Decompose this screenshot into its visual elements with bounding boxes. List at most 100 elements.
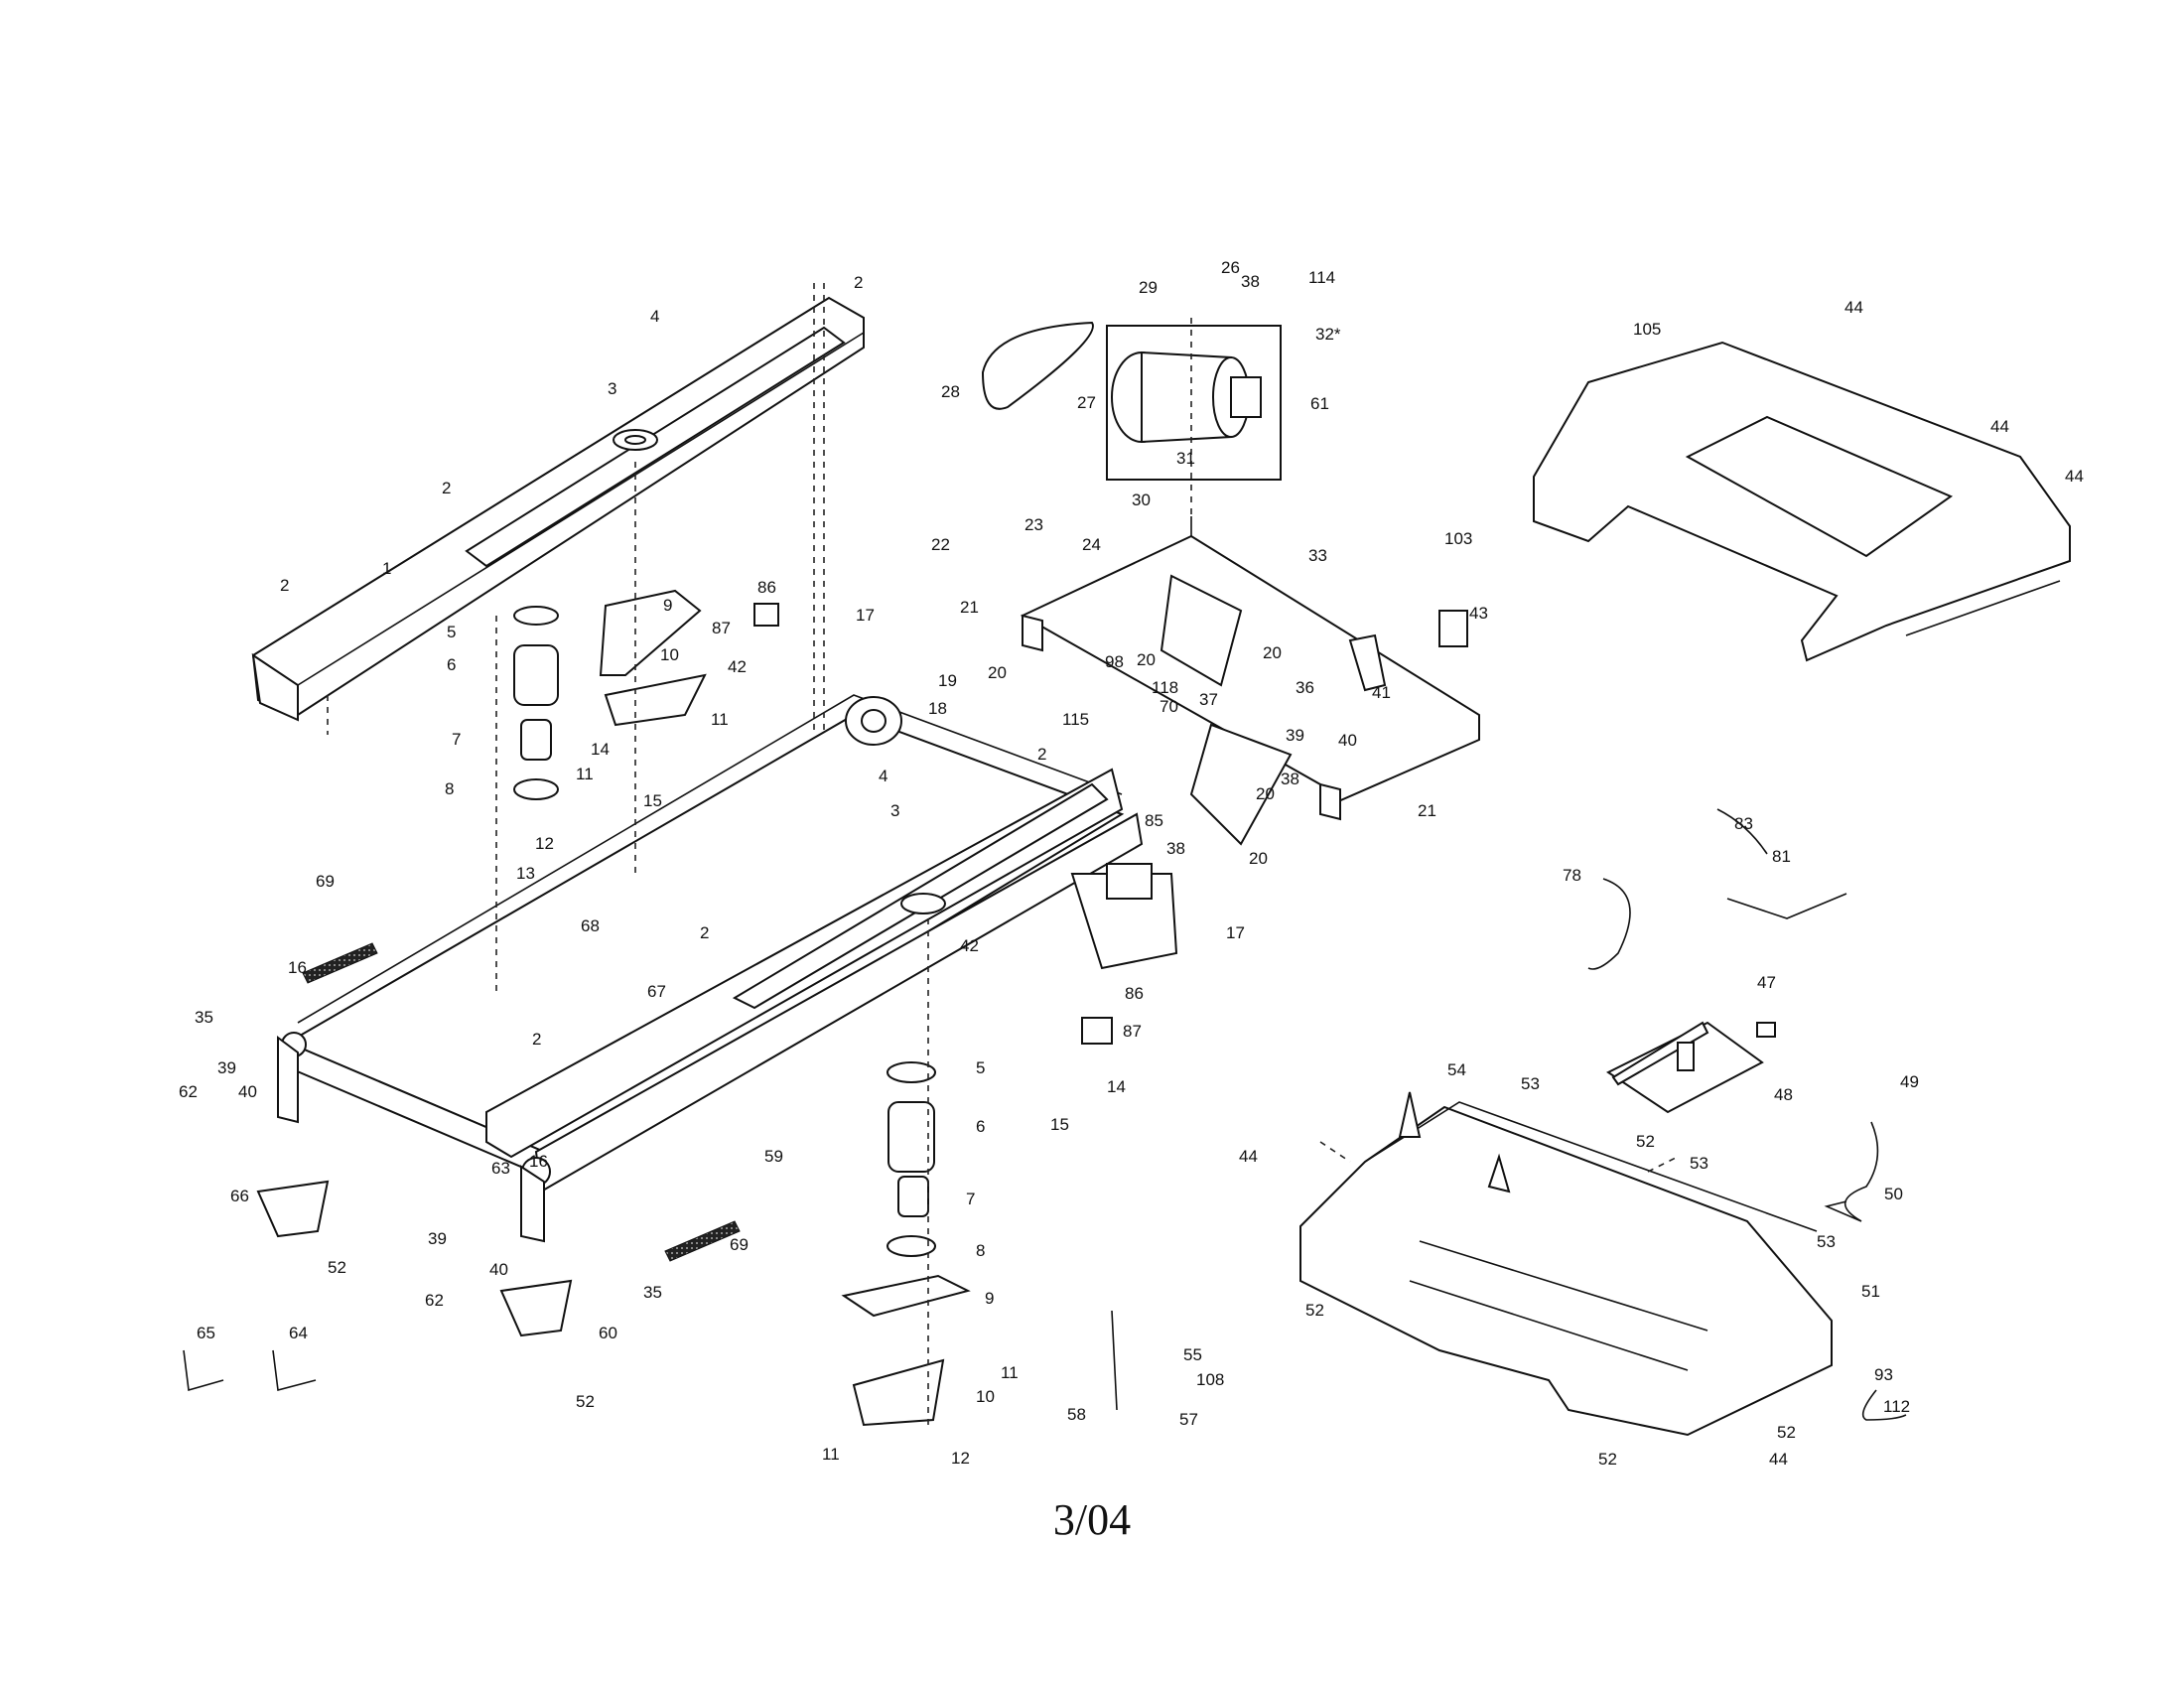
callout-c58: 58 [1067,1405,1086,1424]
callout-c30: 30 [1132,491,1151,509]
callout-c39c: 39 [428,1229,447,1248]
revision-date: 3/04 [1052,1495,1132,1544]
callout-c2b: 2 [442,479,451,497]
callout-c50: 50 [1884,1185,1903,1203]
callout-c93: 93 [1874,1365,1893,1384]
callout-c7b: 7 [966,1190,975,1208]
callout-c44a: 44 [1844,298,1863,317]
callout-c4b: 4 [879,767,887,785]
callout-c28: 28 [941,382,960,401]
suspension-parts [513,606,936,1257]
callout-c98: 98 [1105,652,1124,671]
motor-assembly [1106,325,1282,481]
callout-c9b: 9 [985,1289,994,1308]
callout-c57: 57 [1179,1410,1198,1429]
callout-c20a: 20 [1137,650,1156,669]
callout-c47: 47 [1757,973,1776,992]
callout-c41: 41 [1372,683,1391,702]
callout-c83: 83 [1734,814,1753,833]
callout-c87b: 87 [1123,1022,1142,1041]
callout-c52b: 52 [1305,1301,1324,1320]
callout-c78: 78 [1563,866,1581,885]
callout-c3a: 3 [608,379,616,398]
callout-c48: 48 [1774,1085,1793,1104]
callout-c29: 29 [1139,278,1158,297]
callout-c112: 112 [1883,1397,1910,1416]
callout-c38b: 38 [1281,770,1299,788]
callout-c23: 23 [1024,515,1043,534]
callout-c14b: 14 [1107,1077,1126,1096]
callout-c17a: 17 [856,606,875,625]
callout-c55: 55 [1183,1345,1202,1364]
assembly-lines [327,283,1679,1430]
callout-c39a: 39 [1286,726,1304,745]
callout-c44e: 44 [1769,1450,1788,1469]
callout-c26: 26 [1221,258,1240,277]
callout-c33: 33 [1308,546,1327,565]
callout-c10a: 10 [660,645,679,664]
callout-c20e: 20 [1249,849,1268,868]
callout-c21b: 21 [1418,801,1436,820]
callout-c42b: 42 [960,936,979,955]
callout-c20b: 20 [988,663,1007,682]
callout-c40c: 40 [489,1260,508,1279]
callout-c37: 37 [1199,690,1218,709]
callout-c87a: 87 [712,619,731,637]
callout-c70: 70 [1160,697,1178,716]
callout-c62a: 62 [179,1082,198,1101]
callout-c105: 105 [1633,320,1661,339]
callout-c68: 68 [581,916,600,935]
callout-c4a: 4 [650,307,659,326]
callout-c2e: 2 [700,923,709,942]
callout-c52a: 52 [328,1258,346,1277]
callout-c27: 27 [1077,393,1096,412]
callout-c8b: 8 [976,1241,985,1260]
callout-c8a: 8 [445,779,454,798]
callout-c52f: 52 [1598,1450,1617,1469]
callout-c114: 114 [1308,268,1335,287]
callout-c11a: 11 [576,765,594,783]
callout-c67: 67 [647,982,666,1001]
callout-c69b: 69 [730,1235,749,1254]
callout-c38c: 38 [1166,839,1185,858]
callout-c86b: 86 [1125,984,1144,1003]
callout-c19: 19 [938,671,957,690]
callout-c22: 22 [931,535,950,554]
callout-c32: 32* [1315,325,1341,344]
callout-c6a: 6 [447,655,456,674]
callout-c2f: 2 [532,1030,541,1049]
callout-c5b: 5 [976,1058,985,1077]
callout-c103: 103 [1444,529,1472,548]
callout-c9a: 9 [663,596,672,615]
drive-belt [981,321,1094,410]
callout-c51: 51 [1861,1282,1880,1301]
callout-c44d: 44 [1239,1147,1258,1166]
front-roller [277,1032,551,1243]
controller-board [1606,1021,1776,1114]
callout-c1: 1 [382,559,391,578]
callout-c38a: 38 [1241,272,1260,291]
callout-c15b: 15 [1050,1115,1069,1134]
callout-c18: 18 [928,699,947,718]
base-tray [1299,1091,1833,1437]
callout-c36: 36 [1296,678,1314,697]
callout-c2a: 2 [854,273,863,292]
callout-c52d: 52 [576,1392,595,1411]
callout-c66: 66 [230,1187,249,1205]
callout-c35a: 35 [195,1008,213,1027]
callout-c44c: 44 [2065,467,2084,486]
callout-c2d: 2 [1037,745,1046,764]
callout-c52c: 52 [1636,1132,1655,1151]
callout-c53b: 53 [1690,1154,1708,1173]
callout-c17b: 17 [1226,923,1245,942]
callout-c54: 54 [1447,1060,1466,1079]
callout-c86a: 86 [757,578,776,597]
callout-c31: 31 [1176,449,1195,468]
callout-c15a: 15 [643,791,662,810]
callout-c52e: 52 [1777,1423,1796,1442]
callout-c53a: 53 [1521,1074,1540,1093]
callout-c11b: 11 [711,710,729,729]
callout-c10b: 10 [976,1387,995,1406]
callout-c5a: 5 [447,623,456,641]
callout-c85: 85 [1145,811,1163,830]
